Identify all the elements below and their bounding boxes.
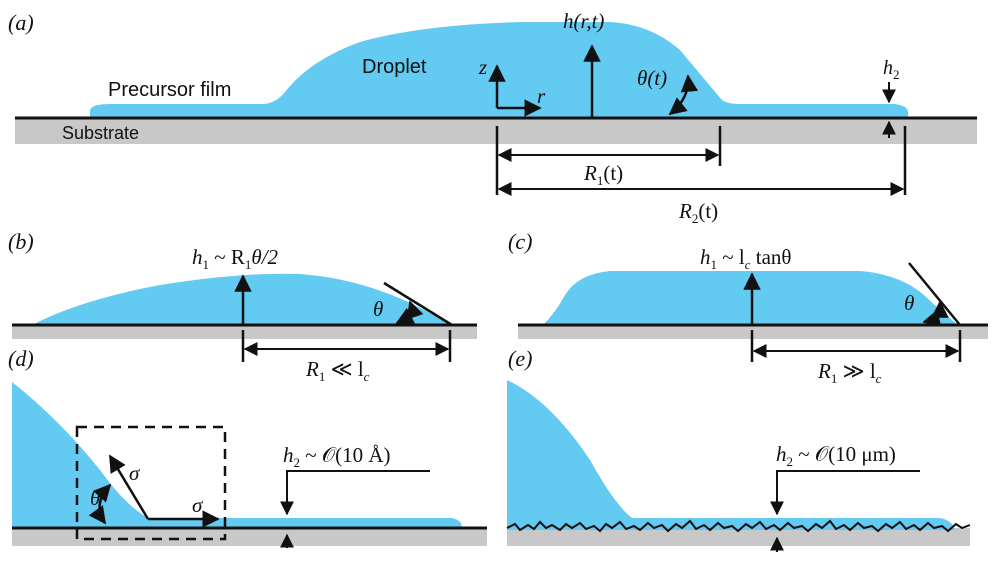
tangent-line (908, 262, 961, 326)
r1-label: R1 ≫ lc (817, 359, 882, 386)
panel-b-tag: (b) (8, 229, 34, 254)
substrate (12, 325, 477, 339)
h2-label: h2 (883, 57, 900, 82)
contact-angle-label: θ (373, 297, 383, 321)
substrate (507, 528, 970, 546)
height-label: h(r,t) (563, 9, 604, 33)
sigma-arrow-interface (108, 454, 150, 520)
droplet-shape (12, 382, 462, 528)
precursor-film-label: Precursor film (108, 79, 231, 101)
h2-label: h2 ~ 𝒪(10 Å) (283, 443, 391, 470)
contact-angle-label: θ (904, 291, 914, 315)
contact-angle-label: θ (90, 486, 100, 510)
h2-leader (770, 470, 920, 516)
contact-angle-label: θ(t) (637, 66, 667, 90)
panel-d: (d) σ σ θ h2 ~ 𝒪(10 Å) (8, 346, 487, 548)
panel-e: (e) h2 ~ 𝒪(10 μm) (506, 346, 971, 552)
r1-label: R1 ≪ lc (305, 357, 370, 384)
contact-angle-arc (88, 483, 112, 525)
sigma-interface-label: σ (129, 461, 141, 485)
droplet-shape (90, 22, 908, 118)
panel-c-tag: (c) (508, 229, 532, 254)
contact-angle-arc (922, 300, 949, 327)
r-axis-label: r (537, 84, 546, 108)
z-axis-label: z (478, 55, 487, 79)
h1-label: h1 ~ R1θ/2 (192, 245, 279, 272)
droplet-shape (32, 273, 450, 325)
droplet-shape (543, 271, 958, 325)
substrate-label: Substrate (62, 123, 139, 143)
h2-label: h2 ~ 𝒪(10 μm) (776, 442, 896, 469)
h1-label: h1 ~ lc tanθ (700, 245, 791, 272)
sigma-film-label: σ (192, 493, 204, 517)
substrate (12, 528, 487, 546)
panel-e-tag: (e) (508, 346, 532, 371)
contact-angle-arc (395, 300, 424, 325)
panel-d-tag: (d) (8, 346, 34, 371)
panel-a: (a) Precursor film Droplet Substrate h(r… (8, 9, 977, 226)
contact-angle-arc (668, 74, 699, 116)
panel-c: (c) h1 ~ lc tanθ θ R1 ≫ lc (508, 229, 988, 386)
droplet-shape (507, 380, 955, 530)
panel-a-tag: (a) (8, 10, 34, 35)
r1-label: R1(t) (583, 161, 623, 188)
droplet-label: Droplet (362, 56, 427, 78)
zoom-box (75, 425, 227, 541)
h2-leader (280, 470, 430, 516)
rough-substrate-line (506, 519, 971, 533)
panel-b: (b) h1 ~ R1θ/2 θ R1 ≪ lc (8, 229, 477, 384)
r2-label: R2(t) (678, 199, 718, 226)
